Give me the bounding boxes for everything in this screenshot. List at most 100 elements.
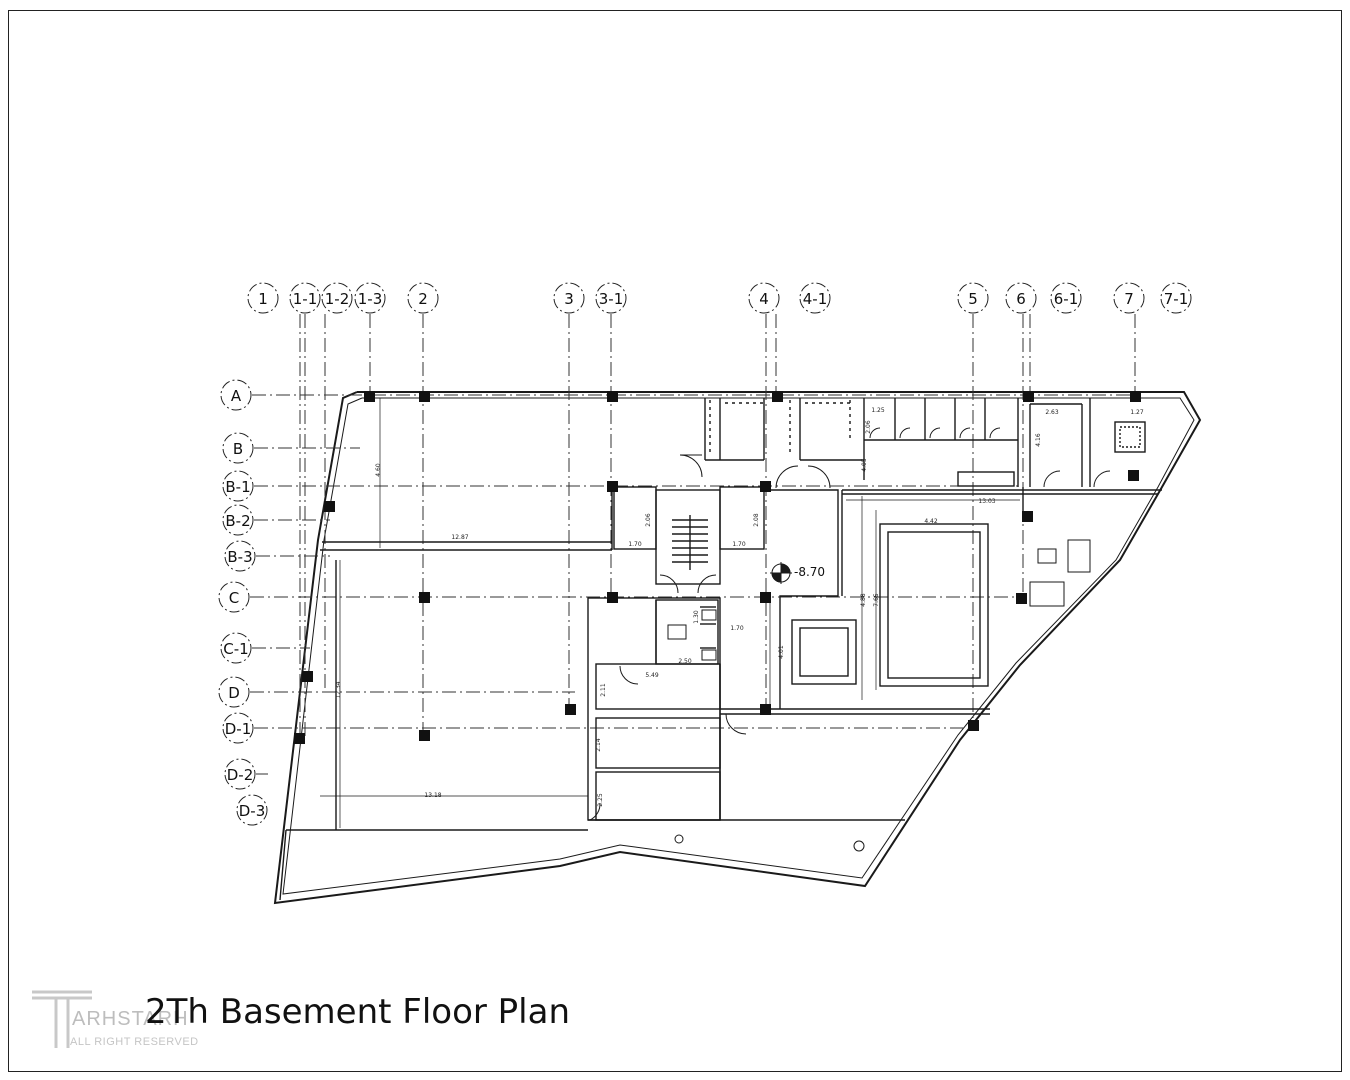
column-square — [565, 704, 576, 715]
grid-row-D: D — [218, 676, 250, 708]
dimension-text: 13.18 — [424, 792, 441, 799]
grid-col-3: 3 — [553, 282, 585, 314]
grid-col-label: 1-3 — [358, 290, 383, 308]
grid-row-label: B-2 — [225, 512, 250, 530]
dimension-text: 2.14 — [595, 738, 602, 752]
column-square — [302, 671, 313, 682]
grid-row-label: C-1 — [223, 640, 248, 658]
grid-row-label: B-1 — [225, 478, 250, 496]
watermark-brand: ARHSTARH — [72, 1008, 189, 1030]
dimension-text: 4.88 — [860, 593, 867, 607]
structural-columns — [294, 391, 1141, 744]
dimension-text: 2.08 — [753, 513, 760, 527]
grid-col-label: 4-1 — [803, 290, 828, 308]
grid-col-7-1: 7-1 — [1160, 282, 1192, 314]
grid-row-D-1: D-1 — [222, 712, 254, 744]
grid-col-label: 2 — [418, 290, 428, 308]
column-square — [1130, 391, 1141, 402]
interior-walls — [279, 398, 1162, 901]
grid-row-B: B — [222, 432, 254, 464]
column-square — [419, 730, 430, 741]
grid-row-A: A — [220, 379, 252, 411]
grid-row-B-2: B-2 — [222, 504, 254, 536]
grid-col-6: 6 — [1005, 282, 1037, 314]
dimension-text: 2.06 — [645, 513, 652, 527]
column-square — [760, 592, 771, 603]
grid-row-D-3: D-3 — [236, 794, 268, 826]
grid-col-4-1: 4-1 — [799, 282, 831, 314]
grid-col-6-1: 6-1 — [1050, 282, 1082, 314]
grid-col-4: 4 — [748, 282, 780, 314]
grid-col-7: 7 — [1113, 282, 1145, 314]
dimension-text: 2.25 — [597, 793, 604, 807]
grid-col-5: 5 — [957, 282, 989, 314]
grid-col-2: 2 — [407, 282, 439, 314]
column-square — [968, 720, 979, 731]
grid-col-label: 6-1 — [1054, 290, 1079, 308]
grid-col-label: 1 — [258, 290, 268, 308]
watermark-tagline: ALL RIGHT RESERVED — [70, 1036, 199, 1048]
grid-col-label: 7-1 — [1164, 290, 1189, 308]
column-grid-bubbles: 1 1-1 1-2 1-3 2 3 3-1 4 4-1 5 6 6-1 7 7-1 — [247, 282, 1192, 314]
grid-col-label: 1-1 — [293, 290, 318, 308]
column-square — [772, 391, 783, 402]
dimension-text: 2.63 — [1045, 409, 1059, 416]
column-square — [1128, 470, 1139, 481]
grid-row-label: D-1 — [225, 720, 252, 738]
grid-col-1-2: 1-2 — [321, 282, 353, 314]
fixtures — [667, 539, 1091, 852]
grid-row-B-3: B-3 — [224, 540, 256, 572]
dimension-text: 1.30 — [693, 610, 700, 624]
building-outline — [273, 391, 1202, 905]
dimension-text: 2.50 — [678, 658, 692, 665]
dimension-text: 1.70 — [730, 625, 744, 632]
dimension-text: 12.34 — [335, 681, 342, 698]
column-square — [419, 391, 430, 402]
column-square — [364, 391, 375, 402]
column-square — [607, 391, 618, 402]
door-swings — [589, 427, 1111, 821]
grid-row-D-2: D-2 — [224, 758, 256, 790]
grid-col-1-3: 1-3 — [354, 282, 386, 314]
dimension-text: 1.27 — [1130, 409, 1144, 416]
grid-col-label: 5 — [968, 290, 978, 308]
grid-row-C: C — [218, 581, 250, 613]
column-square — [1023, 391, 1034, 402]
column-square — [294, 733, 305, 744]
stair — [672, 515, 708, 570]
dimension-text: 1.70 — [732, 541, 746, 548]
dimension-text: 4.60 — [375, 463, 382, 477]
dimension-text: 5.49 — [645, 672, 659, 679]
grid-col-3-1: 3-1 — [595, 282, 627, 314]
dimension-text: 1.70 — [628, 541, 642, 548]
dimension-text: 4.16 — [1035, 433, 1042, 447]
column-square — [1022, 511, 1033, 522]
grid-row-label: B-3 — [227, 548, 252, 566]
grid-col-1: 1 — [247, 282, 279, 314]
column-square — [324, 501, 335, 512]
column-square — [607, 592, 618, 603]
dimension-text: 2.06 — [865, 420, 872, 434]
grid-col-label: 1-2 — [325, 290, 350, 308]
dimension-text: 13.03 — [978, 498, 995, 505]
grid-row-label: D-3 — [239, 802, 266, 820]
grid-col-label: 6 — [1016, 290, 1026, 308]
row-grid-bubbles: A B B-1B-2B-3C C-1D D-1D-2D-3 — [218, 379, 268, 826]
grid-col-label: 4 — [759, 290, 769, 308]
drawing-title: 2Th Basement Floor Plan — [145, 992, 570, 1032]
dimension-text: 2.11 — [600, 683, 607, 697]
column-square — [760, 704, 771, 715]
dimension-text: 7.65 — [873, 593, 880, 607]
dimension-text: 4.05 — [861, 458, 868, 472]
grid-col-label: 3-1 — [599, 290, 624, 308]
grid-row-label: A — [231, 387, 242, 405]
column-square — [760, 481, 771, 492]
column-square — [1016, 593, 1027, 604]
column-square — [607, 481, 618, 492]
grid-row-label: C — [229, 589, 239, 607]
watermark-logo — [30, 986, 230, 1056]
grid-row-label: D-2 — [227, 766, 254, 784]
grid-row-label: B — [233, 440, 243, 458]
